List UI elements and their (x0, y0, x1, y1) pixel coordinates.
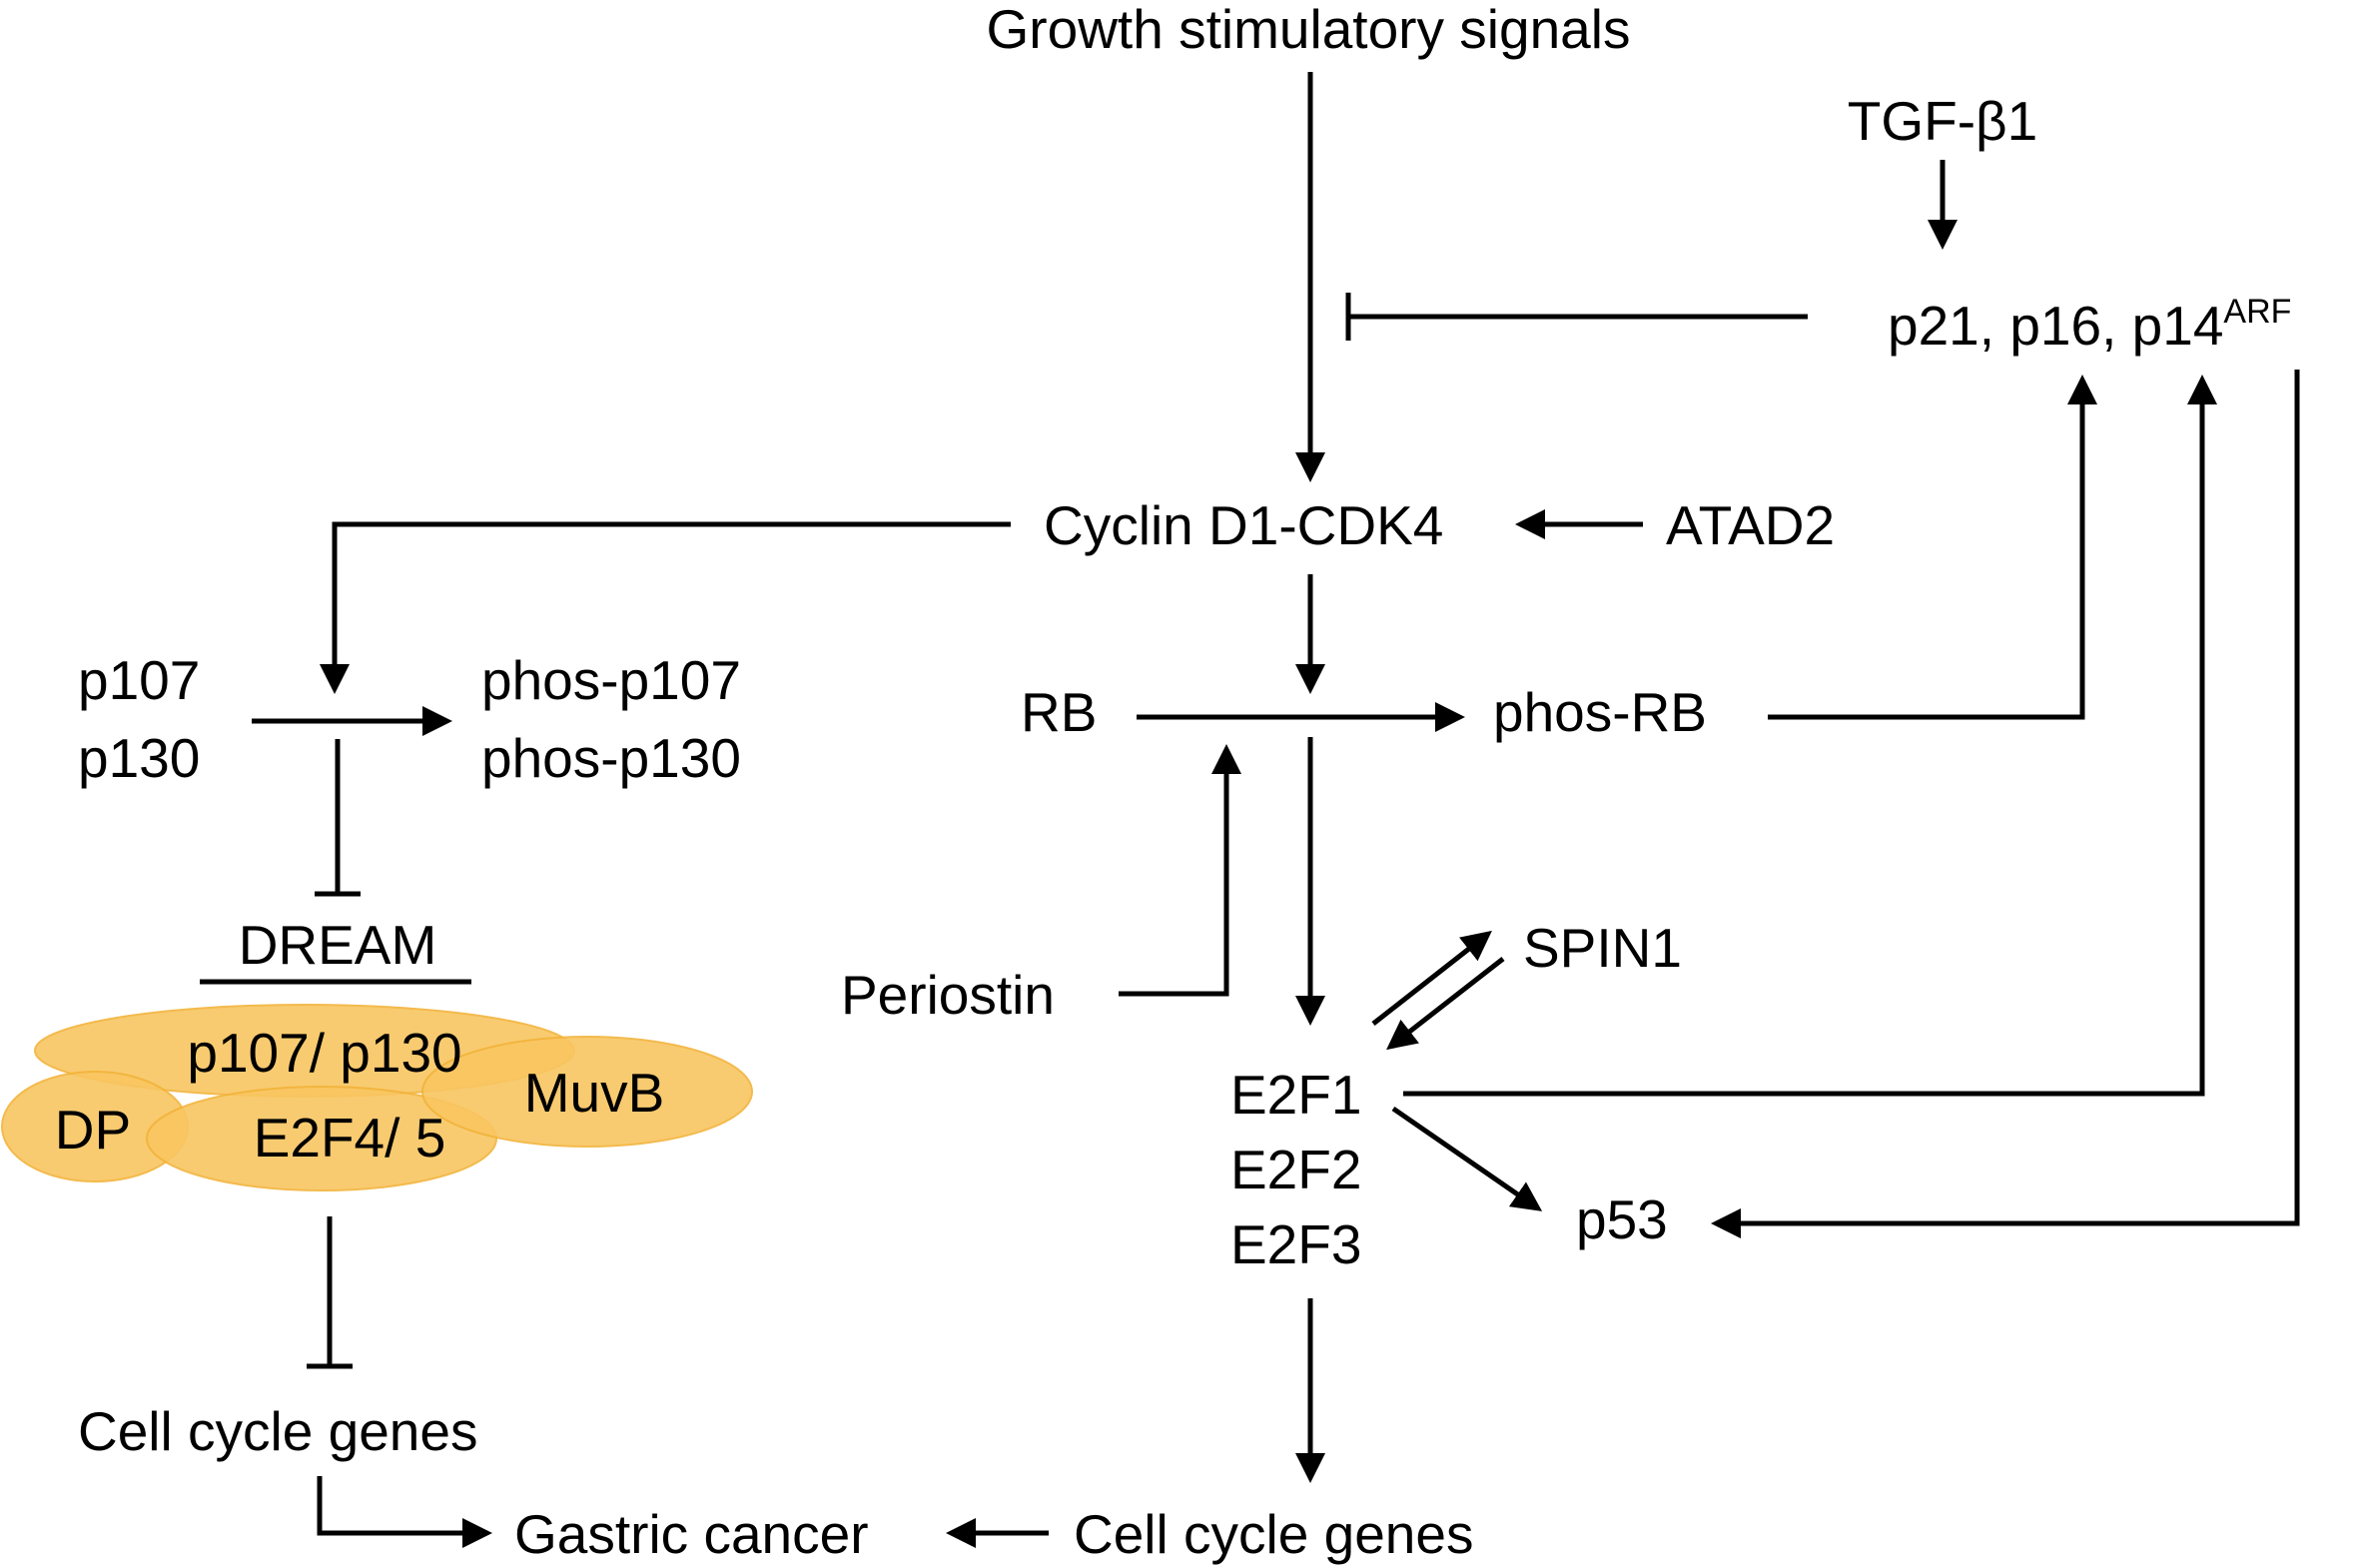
edge-spin1-to-e2f1 (1386, 957, 1505, 1051)
p130-label: p130 (78, 727, 200, 789)
rb-label: RB (1021, 681, 1097, 743)
p53-label: p53 (1576, 1188, 1668, 1250)
e2f3-label: E2F3 (1230, 1213, 1361, 1275)
cdk-inhibitors-label: p21, p16, p14ARF (1888, 293, 2291, 357)
growth-signals-label: Growth stimulatory signals (987, 0, 1631, 60)
dream-label: DREAM (239, 914, 437, 976)
phos-rb-label: phos-RB (1493, 681, 1707, 743)
spin1-label: SPIN1 (1523, 917, 1682, 979)
edge-phos-rb-to-inhibitors (1768, 375, 2097, 720)
gastric-cancer-label: Gastric cancer (514, 1503, 869, 1565)
edge-e2f1-to-p53 (1391, 1106, 1543, 1211)
e2f1-label: E2F1 (1230, 1064, 1361, 1126)
dp-complex-label: DP (55, 1099, 131, 1161)
phos-p130-label: phos-p130 (481, 727, 741, 789)
muvb-complex-label: MuvB (524, 1062, 665, 1124)
cyclin-d1-cdk4-label: Cyclin D1-CDK4 (1044, 494, 1443, 556)
p107-label: p107 (78, 649, 200, 711)
tgf-beta1-label: TGF-β1 (1848, 90, 2038, 152)
arf-superscript: ARF (2223, 293, 2291, 331)
edge-cyclin-to-p107 (320, 521, 1011, 694)
muvb-blob (421, 1036, 753, 1148)
cell-cycle-genes-right-label: Cell cycle genes (1074, 1503, 1473, 1565)
edge-inhibitors-to-p53 (1711, 370, 2300, 1238)
cell-cycle-genes-left-label: Cell cycle genes (78, 1400, 477, 1462)
atad2-label: ATAD2 (1666, 494, 1835, 556)
edge-genes-left-to-cancer (317, 1476, 492, 1548)
e2f2-label: E2F2 (1230, 1139, 1361, 1200)
edge-periostin-to-rb (1119, 744, 1241, 997)
phos-p107-label: phos-p107 (481, 649, 741, 711)
edge-e2f1-to-inhibitors (1403, 375, 2217, 1097)
p107-p130-complex-label: p107/ p130 (187, 1022, 461, 1084)
e2f4-5-complex-label: E2F4/ 5 (254, 1107, 446, 1169)
periostin-label: Periostin (841, 964, 1055, 1026)
edge-e2f1-to-spin1 (1371, 930, 1492, 1026)
